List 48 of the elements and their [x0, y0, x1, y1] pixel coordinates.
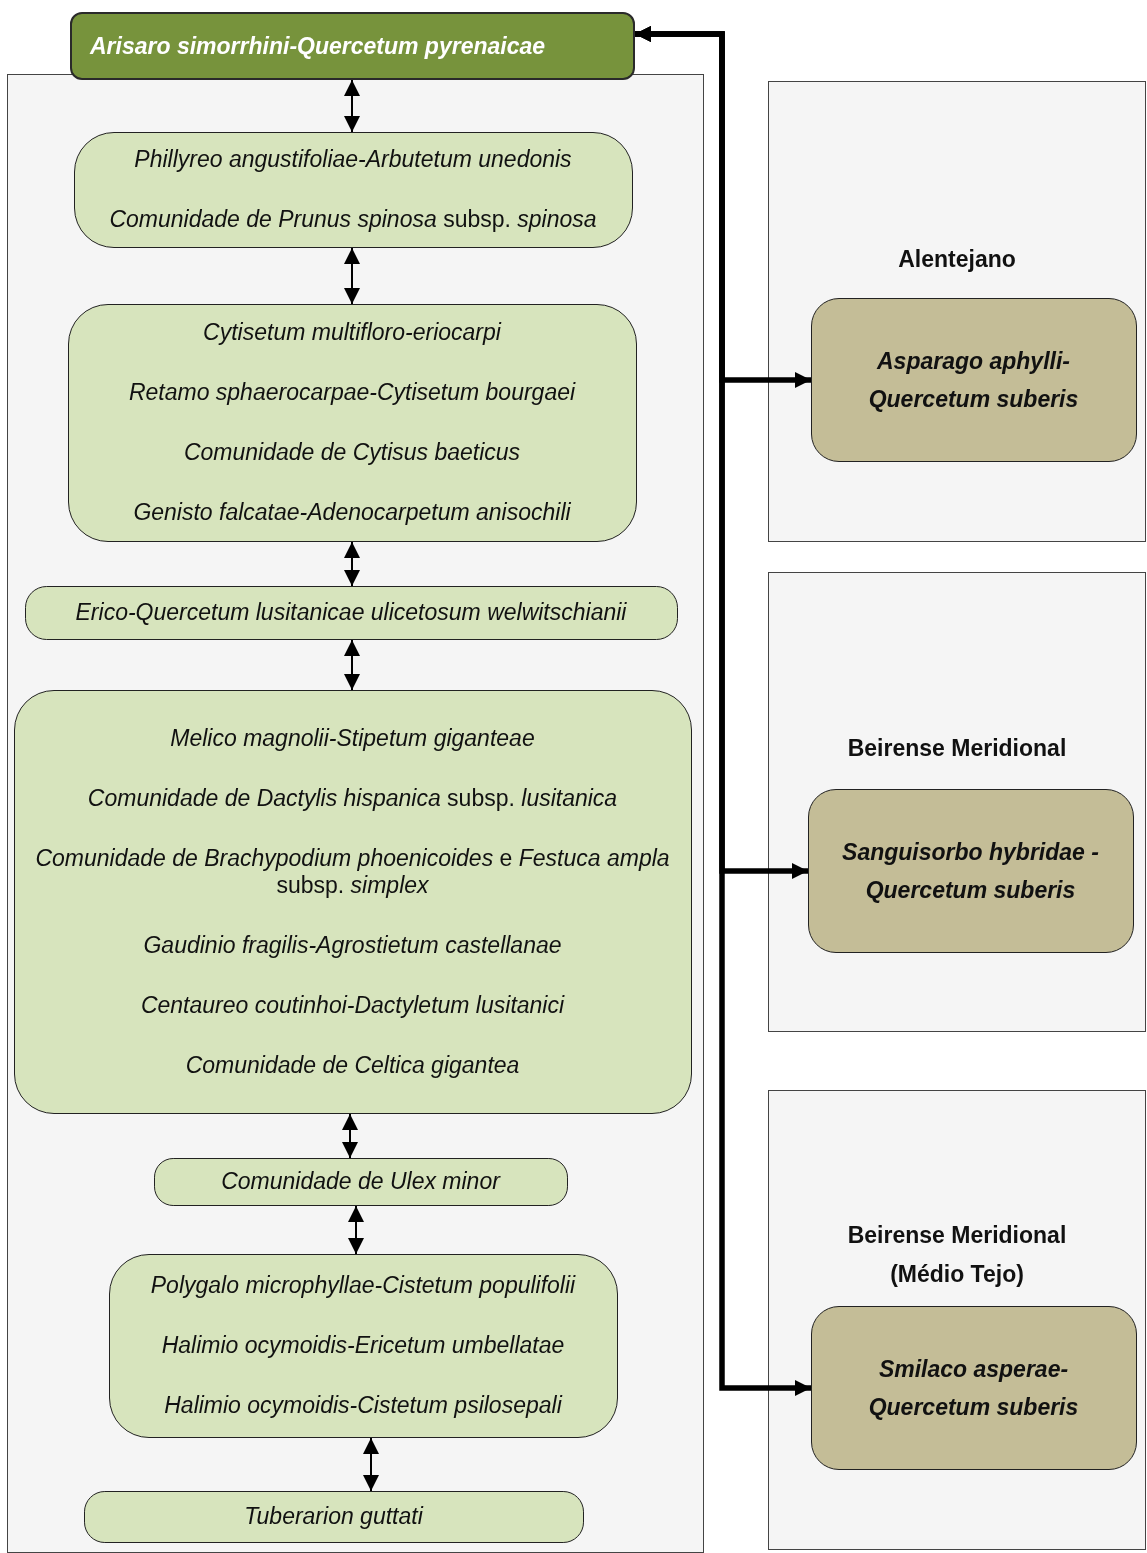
community-box [13, 689, 692, 1114]
taxon-name: Tuberarion guttati [243, 1503, 425, 1530]
association-box [810, 1305, 1137, 1470]
container-panel [7, 74, 704, 1553]
taxon-name: Comunidade de Ulex minor [220, 1168, 502, 1195]
arrow [635, 26, 811, 1396]
title-box [70, 12, 635, 80]
taxon-name: Polygalo microphyllae-Cistetum populifolii [149, 1272, 577, 1299]
arrow [344, 79, 360, 133]
taxon-name: Asparago aphylli- Quercetum suberis [867, 346, 1080, 414]
arrow [348, 1205, 364, 1255]
arrow [344, 247, 360, 305]
community-box [24, 585, 678, 640]
association-box [807, 788, 1134, 953]
taxon-name: Gaudinio fragilis-Agrostietum castellanae [142, 931, 563, 959]
region-panel [768, 1090, 1146, 1550]
taxon-name: Comunidade de Dactylis hispanica subsp. lusitanica [86, 784, 619, 812]
community-box [67, 303, 637, 542]
region-heading: Alentejano [897, 245, 1017, 274]
taxon-name: Arisaro simorrhini-Quercetum pyrenaicae [88, 32, 547, 60]
region-panel [768, 572, 1146, 1032]
region-panel [768, 81, 1146, 542]
taxon-name: Halimio ocymoidis-Ericetum umbellatae [160, 1332, 566, 1359]
arrow [344, 541, 360, 587]
taxon-name: Cytisetum multifloro-eriocarpi [202, 319, 503, 346]
taxon-name: Melico magnolii-Stipetum giganteae [169, 724, 536, 752]
taxon-name: Comunidade de Prunus spinosa subsp. spinosa [108, 206, 598, 233]
region-heading: Beirense Meridional (Médio Tejo) [846, 1221, 1068, 1289]
taxon-name: Phillyreo angustifoliae-Arbutetum unedonis [133, 146, 573, 173]
taxon-name: Comunidade de Brachypodium phoenicoides e Festuca ampla subsp. simplex [34, 844, 671, 899]
community-box [153, 1157, 568, 1206]
community-box [73, 131, 633, 248]
region-heading: Beirense Meridional [846, 734, 1068, 763]
taxon-name: Comunidade de Cytisus baeticus [182, 439, 522, 466]
taxon-name: Genisto falcatae-Adenocarpetum anisochili [132, 499, 572, 526]
arrow [363, 1437, 379, 1492]
association-box [810, 297, 1137, 462]
arrow [342, 1113, 358, 1159]
taxon-name: Smilaco asperae- Quercetum suberis [867, 1354, 1080, 1422]
community-box [108, 1253, 618, 1438]
community-box [83, 1490, 584, 1543]
taxon-name: Erico-Quercetum lusitanicae ulicetosum welwitschianii [74, 599, 628, 626]
taxon-name: Comunidade de Celtica gigantea [184, 1051, 521, 1079]
taxon-name: Retamo sphaerocarpae-Cytisetum bourgaei [127, 379, 577, 406]
taxon-name: Sanguisorbo hybridae - Quercetum suberis [841, 837, 1100, 905]
taxon-name: Centaureo coutinhoi-Dactyletum lusitanici [139, 991, 566, 1019]
arrow [344, 639, 360, 691]
taxon-name: Halimio ocymoidis-Cistetum psilosepali [163, 1392, 564, 1419]
